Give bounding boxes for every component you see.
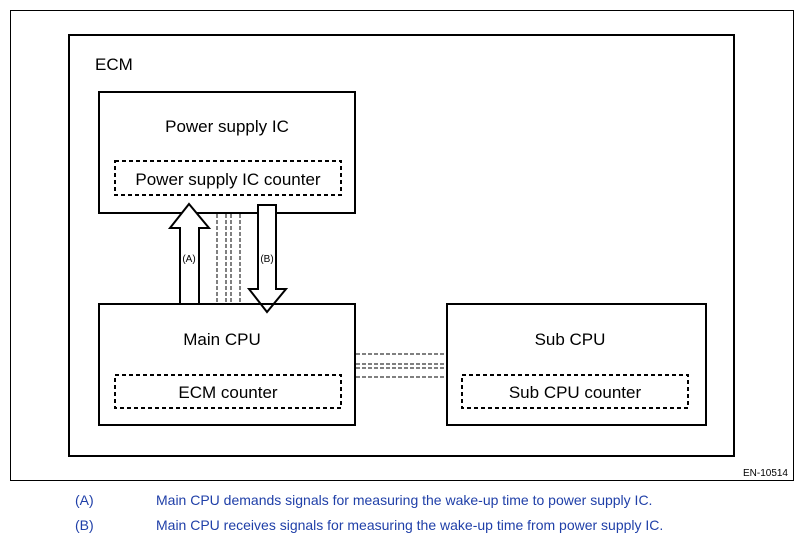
sub-cpu-title: Sub CPU <box>535 330 606 349</box>
figure-id-label: EN-10514 <box>743 468 788 479</box>
legend-row-a: (A) Main CPU demands signals for measuri… <box>0 492 804 512</box>
arrow-b-down <box>246 204 289 314</box>
power-supply-ic-counter-label: Power supply IC counter <box>135 170 321 189</box>
power-supply-ic-counter-box <box>114 160 342 196</box>
figure-frame <box>10 10 794 481</box>
sub-cpu-box <box>446 303 707 426</box>
sub-cpu-counter-label: Sub CPU counter <box>509 383 642 402</box>
ecm-box <box>68 34 735 457</box>
legend-text-a: Main CPU demands signals for measuring t… <box>156 492 653 508</box>
psic-main-cpu-link-lines <box>216 214 241 303</box>
legend-key-a: (A) <box>75 492 94 508</box>
ecm-counter-box <box>114 374 342 409</box>
arrow-b-label: (B) <box>260 254 273 265</box>
arrow-a-label: (A) <box>182 254 195 265</box>
main-cpu-title: Main CPU <box>183 330 260 349</box>
main-sub-cpu-link-lines <box>356 353 447 378</box>
ecm-block-diagram: ECM Power supply IC Power supply IC coun… <box>10 10 794 481</box>
ecm-counter-label: ECM counter <box>178 383 278 402</box>
legend-row-b: (B) Main CPU receives signals for measur… <box>0 517 804 537</box>
ecm-label: ECM <box>95 55 133 74</box>
arrow-a-up <box>167 202 212 305</box>
power-supply-ic-title: Power supply IC <box>165 117 289 136</box>
main-cpu-box <box>98 303 356 426</box>
sub-cpu-counter-box <box>461 374 689 409</box>
legend-key-b: (B) <box>75 517 94 533</box>
power-supply-ic-box <box>98 91 356 214</box>
legend-text-b: Main CPU receives signals for measuring … <box>156 517 664 533</box>
